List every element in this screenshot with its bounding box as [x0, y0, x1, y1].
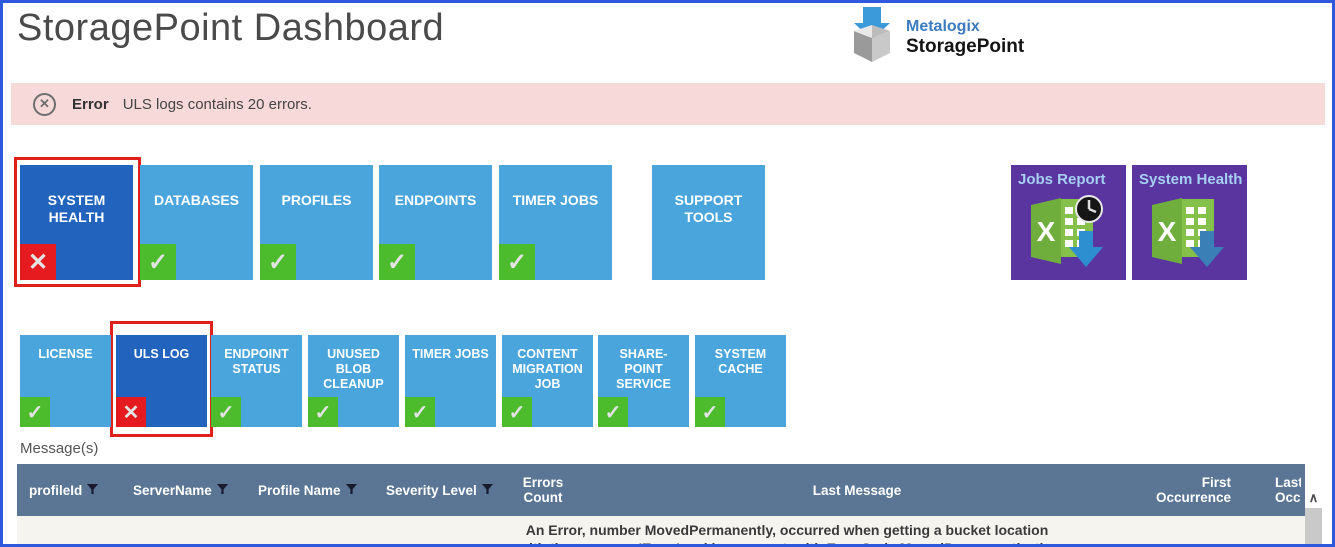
excel-download-icon: X	[1144, 191, 1236, 280]
ok-check-icon: ✓	[211, 397, 241, 427]
tile-system-cache[interactable]: SYSTEM CACHE ✓	[695, 335, 786, 427]
storagepoint-box-arrow-icon	[846, 7, 898, 68]
column-header-last-message[interactable]: Last Message	[812, 482, 902, 498]
column-header-last-occurrence[interactable]: Last Occurrence	[1275, 475, 1301, 505]
column-header-severity-level[interactable]: Severity Level	[382, 464, 507, 516]
tile-timer-jobs[interactable]: TIMER JOBS ✓	[499, 165, 612, 280]
metalogix-logo: Metalogix StoragePoint	[846, 7, 1024, 68]
ok-check-icon: ✓	[405, 397, 435, 427]
tile-jobs-report[interactable]: Jobs Report X	[1011, 165, 1126, 280]
ok-check-icon: ✓	[379, 244, 415, 280]
ok-check-icon: ✓	[598, 397, 628, 427]
tile-license[interactable]: LICENSE ✓	[20, 335, 111, 427]
excel-clock-download-icon: X	[1023, 191, 1115, 280]
tile-endpoint-status[interactable]: ENDPOINT STATUS ✓	[211, 335, 302, 427]
ok-check-icon: ✓	[308, 397, 338, 427]
filter-funnel-icon[interactable]	[481, 483, 494, 498]
table-vertical-scrollbar[interactable]: ∧	[1305, 464, 1322, 544]
tile-uls-log[interactable]: ULS LOG ✕	[116, 335, 207, 427]
tile-sharepoint-service[interactable]: SHARE-POINT SERVICE ✓	[598, 335, 689, 427]
tile-timer-jobs-2[interactable]: TIMER JOBS ✓	[405, 335, 496, 427]
error-alert-bar: ✕ Error ULS logs contains 20 errors.	[11, 83, 1325, 125]
last-message-cell: An Error, number MovedPermanently, occur…	[518, 522, 1056, 544]
filter-funnel-icon[interactable]	[87, 483, 99, 498]
column-header-errors-count[interactable]: Errors Count	[522, 475, 564, 505]
tile-system-health-report[interactable]: System Health X	[1132, 165, 1247, 280]
tile-support-tools[interactable]: SUPPORT TOOLS	[652, 165, 765, 280]
alert-label: Error	[72, 95, 109, 113]
logo-brand: Metalogix	[906, 18, 980, 35]
tile-unused-blob-cleanup[interactable]: UNUSED BLOB CLEANUP ✓	[308, 335, 399, 427]
ok-check-icon: ✓	[20, 397, 50, 427]
column-header-profileid[interactable]: profileId	[17, 464, 129, 516]
filter-funnel-icon[interactable]	[216, 483, 229, 498]
logo-product: StoragePoint	[906, 36, 1025, 57]
column-header-profile-name[interactable]: Profile Name	[254, 464, 382, 516]
message-row[interactable]: An Error, number MovedPermanently, occur…	[17, 516, 1308, 544]
scroll-up-button[interactable]: ∧	[1305, 464, 1322, 508]
svg-text:X: X	[1158, 216, 1177, 247]
error-cross-icon: ✕	[116, 397, 146, 427]
tile-content-migration-job[interactable]: CONTENT MIGRATION JOB ✓	[502, 335, 593, 427]
page-title: StoragePoint Dashboard	[17, 7, 445, 49]
svg-text:X: X	[1037, 216, 1056, 247]
column-header-first-occurrence[interactable]: First Occurrence	[1155, 475, 1231, 505]
alert-message: ULS logs contains 20 errors.	[122, 95, 312, 113]
chevron-up-icon: ∧	[1308, 490, 1319, 505]
messages-table-header: profileId ServerName Profile Name Severi…	[17, 464, 1308, 516]
ok-check-icon: ✓	[502, 397, 532, 427]
ok-check-icon: ✓	[260, 244, 296, 280]
messages-table: profileId ServerName Profile Name Severi…	[17, 464, 1308, 544]
ok-check-icon: ✓	[140, 244, 176, 280]
tile-system-health[interactable]: SYSTEM HEALTH ✕	[20, 165, 133, 280]
error-cross-icon: ✕	[20, 244, 56, 280]
tile-databases[interactable]: DATABASES ✓	[140, 165, 253, 280]
tile-endpoints[interactable]: ENDPOINTS ✓	[379, 165, 492, 280]
ok-check-icon: ✓	[695, 397, 725, 427]
tile-profiles[interactable]: PROFILES ✓	[260, 165, 373, 280]
messages-section-label: Message(s)	[20, 440, 99, 457]
ok-check-icon: ✓	[499, 244, 535, 280]
column-header-servername[interactable]: ServerName	[129, 464, 254, 516]
filter-funnel-icon[interactable]	[345, 483, 358, 498]
error-circle-icon: ✕	[33, 92, 56, 116]
